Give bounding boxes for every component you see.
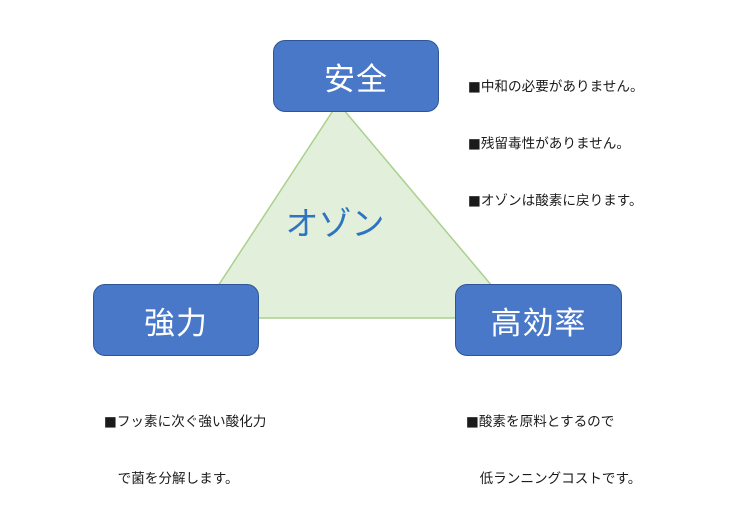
note-safety: ■中和の必要がありません。 ■残留毒性がありません。 ■オゾンは酸素に戻ります。 bbox=[468, 40, 644, 230]
note-power-line-2: で菌を分解します。 bbox=[104, 471, 239, 487]
triangle-shape bbox=[195, 101, 521, 319]
note-efficiency-line-2: 低ランニングコストです。 bbox=[466, 471, 642, 487]
note-safety-line-1: ■中和の必要がありません。 bbox=[468, 79, 644, 95]
note-efficiency: ■酸素を原料とするので 低ランニングコストです。 bbox=[466, 375, 641, 508]
center-label-ozone: オゾン bbox=[285, 204, 385, 243]
note-power-line-1: ■フッ素に次ぐ強い酸化力 bbox=[104, 414, 267, 430]
note-efficiency-line-1: ■酸素を原料とするので bbox=[466, 414, 615, 430]
triangle-background bbox=[195, 101, 521, 319]
note-safety-line-3: ■オゾンは酸素に戻ります。 bbox=[468, 193, 643, 209]
note-safety-line-2: ■残留毒性がありません。 bbox=[468, 136, 630, 152]
box-efficiency: 高効率 bbox=[455, 284, 622, 356]
box-safety: 安全 bbox=[273, 40, 439, 112]
box-power: 強力 bbox=[93, 284, 259, 356]
note-power: ■フッ素に次ぐ強い酸化力 で菌を分解します。 bbox=[104, 375, 266, 508]
